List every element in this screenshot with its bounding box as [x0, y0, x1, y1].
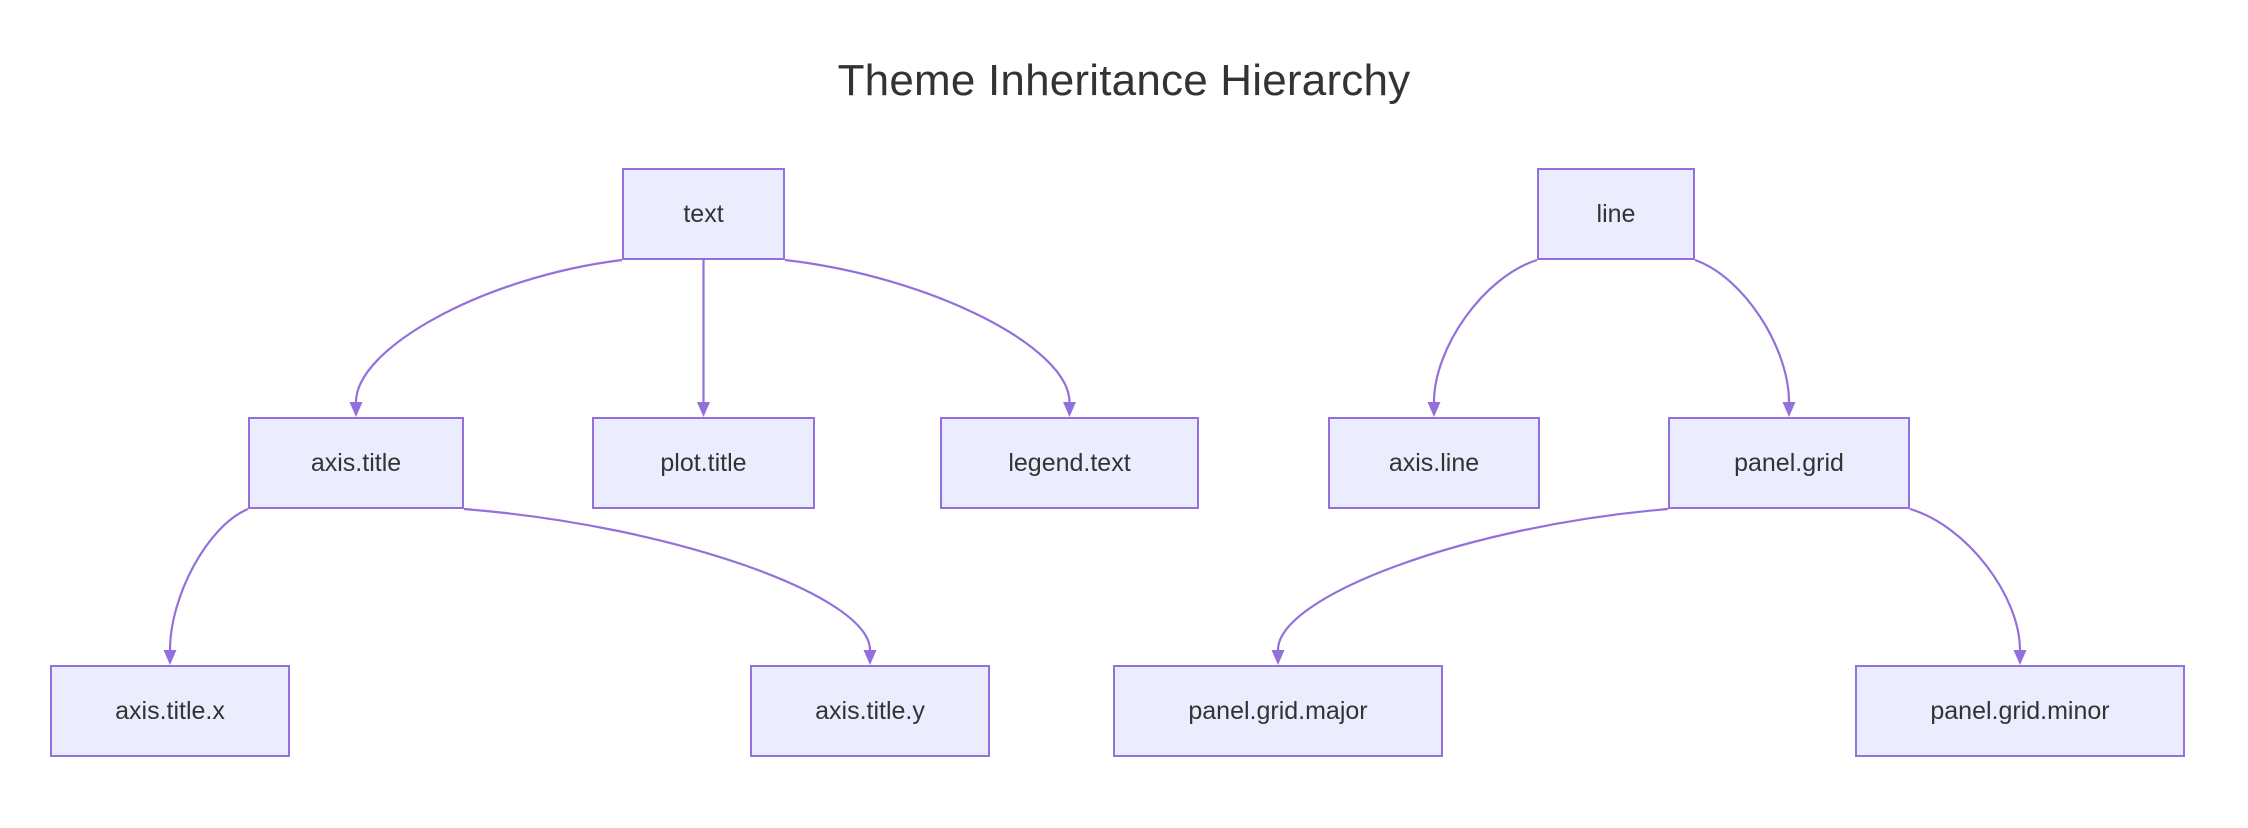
node-label: axis.line — [1388, 448, 1480, 477]
page-title: Theme Inheritance Hierarchy — [837, 56, 1411, 105]
node-label: axis.title.y — [815, 696, 925, 725]
node-label: axis.title — [310, 448, 402, 477]
node-axis-line[interactable]: axis.line — [1328, 417, 1540, 509]
arrowhead-icon — [1271, 650, 1285, 665]
node-label: text — [683, 199, 724, 228]
arrowhead-icon — [863, 650, 877, 665]
node-axis-title-x[interactable]: axis.title.x — [50, 665, 290, 757]
node-label: plot.title — [660, 448, 747, 477]
arrowhead-icon — [2013, 650, 2027, 665]
edge-axis-title-to-axis-title-x — [163, 507, 249, 665]
node-legend-text[interactable]: legend.text — [940, 417, 1199, 509]
arrowhead-icon — [349, 402, 363, 417]
arrowhead-icon — [1427, 402, 1441, 417]
node-panel-grid[interactable]: panel.grid — [1668, 417, 1910, 509]
arrowhead-icon — [1063, 402, 1076, 417]
node-label: axis.title.x — [115, 696, 225, 725]
node-label: line — [1596, 199, 1636, 228]
edge-line-to-panel-grid — [1694, 258, 1796, 417]
arrowhead-icon — [163, 650, 177, 665]
node-panel-grid-minor[interactable]: panel.grid.minor — [1855, 665, 2185, 757]
node-plot-title[interactable]: plot.title — [592, 417, 815, 509]
node-label: panel.grid.minor — [1930, 696, 2110, 725]
edge-text-to-axis-title — [349, 258, 623, 417]
node-axis-title-y[interactable]: axis.title.y — [750, 665, 990, 757]
node-label: panel.grid.major — [1188, 696, 1368, 725]
node-label: panel.grid — [1734, 448, 1844, 477]
node-label: legend.text — [1008, 448, 1131, 477]
edge-panel-grid-to-panel-grid-major — [1271, 507, 1669, 665]
node-text[interactable]: text — [622, 168, 785, 260]
node-line[interactable]: line — [1537, 168, 1695, 260]
edge-line-to-axis-line — [1427, 258, 1538, 417]
arrowhead-icon — [1782, 402, 1796, 417]
node-panel-grid-major[interactable]: panel.grid.major — [1113, 665, 1443, 757]
edge-text-to-legend-text — [784, 258, 1076, 417]
edge-panel-grid-to-panel-grid-minor — [1909, 507, 2027, 665]
arrowhead-icon — [697, 402, 710, 417]
edge-text-to-plot-title — [697, 260, 710, 417]
edge-axis-title-to-axis-title-y — [463, 507, 877, 665]
node-axis-title[interactable]: axis.title — [248, 417, 464, 509]
